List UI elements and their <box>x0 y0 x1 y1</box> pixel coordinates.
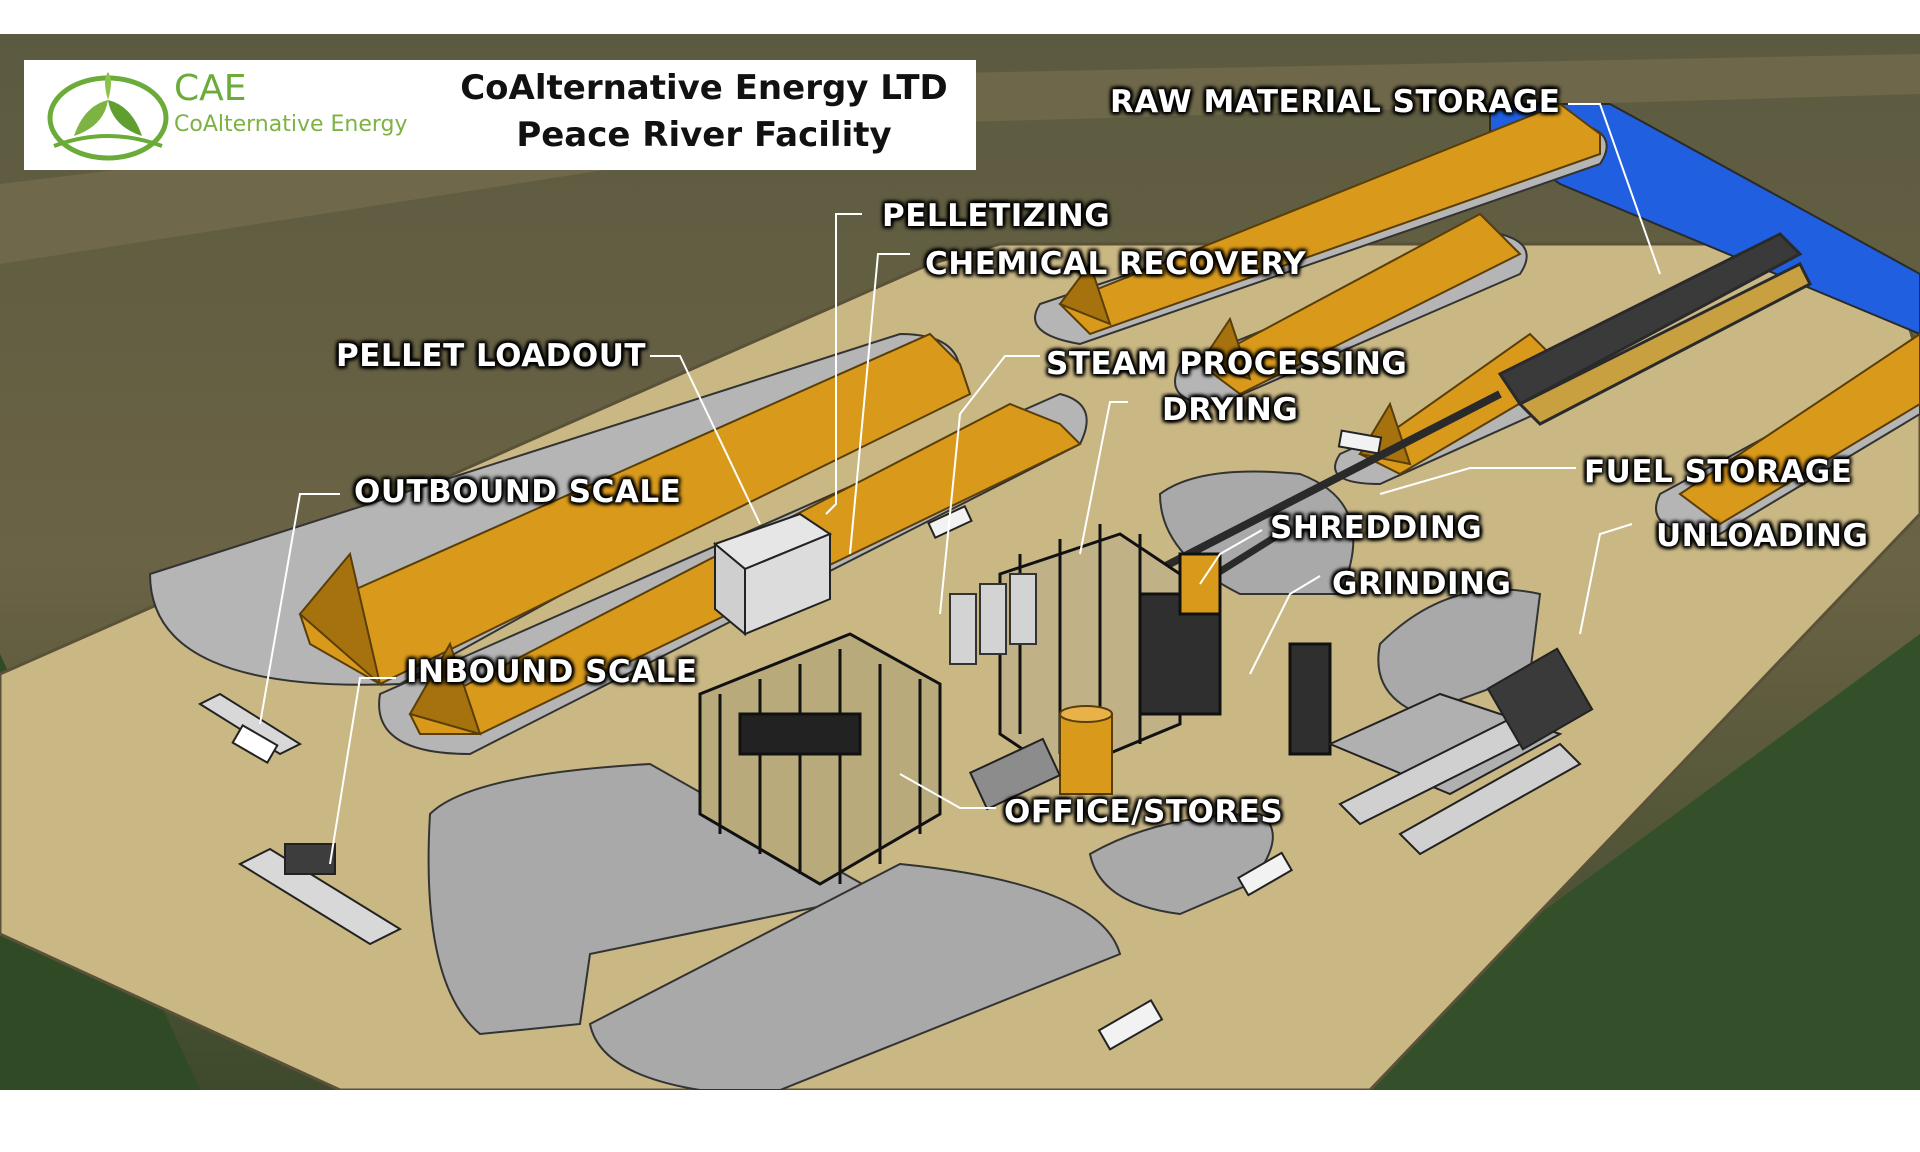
inbound-scale <box>237 843 403 946</box>
facility-site-diagram <box>0 34 1920 1090</box>
label-raw-material-storage: RAW MATERIAL STORAGE <box>1110 84 1561 120</box>
label-inbound-scale: INBOUND SCALE <box>406 654 698 690</box>
truck <box>1236 851 1294 897</box>
pile-pellet-right-face <box>408 641 482 736</box>
truck <box>1097 998 1164 1051</box>
title-line-2: Peace River Facility <box>516 115 892 155</box>
pile-pellet-left <box>298 332 972 686</box>
title-line-1: CoAlternative Energy LTD <box>460 68 948 108</box>
steam-silos <box>949 573 1037 665</box>
label-steam-processing: STEAM PROCESSING <box>1046 346 1408 382</box>
leader-lines <box>259 103 1661 865</box>
label-unloading: UNLOADING <box>1656 518 1869 554</box>
logo-abbreviation: CAE <box>174 68 247 109</box>
unloading-area <box>1327 647 1594 856</box>
pile-raw-1-face <box>1058 261 1112 326</box>
field-strip <box>0 54 1920 264</box>
raw-material-stacker <box>1497 232 1813 426</box>
concrete-pad-center <box>1088 812 1274 916</box>
label-shredding: SHREDDING <box>1270 510 1483 546</box>
label-pellet-loadout: PELLET LOADOUT <box>336 338 647 374</box>
outbound-scale <box>197 692 303 765</box>
shredding-grinding-building <box>1138 552 1332 756</box>
concrete-pad-bottom <box>588 862 1122 1090</box>
office-stores-building <box>968 737 1062 811</box>
drying-tank <box>1059 705 1113 795</box>
truck <box>1337 429 1383 455</box>
pile-raw-2-face <box>1198 316 1252 381</box>
cae-logo-icon <box>47 72 169 161</box>
header-box: CAE CoAlternative Energy CoAlternative E… <box>24 60 976 170</box>
pile-pellet-left-face <box>298 551 382 687</box>
logo-company-name: CoAlternative Energy <box>174 112 408 137</box>
conveyor-main <box>1148 390 1502 578</box>
pelletizing-building <box>698 632 942 886</box>
label-outbound-scale: OUTBOUND SCALE <box>354 474 682 510</box>
label-pelletizing: PELLETIZING <box>882 198 1111 234</box>
label-grinding: GRINDING <box>1332 566 1512 602</box>
label-office-stores: OFFICE/STORES <box>1004 794 1284 830</box>
pile-raw-2 <box>1198 212 1522 396</box>
label-drying: DRYING <box>1162 392 1299 428</box>
label-chemical-recovery: CHEMICAL RECOVERY <box>925 246 1307 282</box>
label-fuel-storage: FUEL STORAGE <box>1584 454 1853 490</box>
pellet-loadout-building <box>713 512 833 637</box>
pile-raw-1 <box>1058 102 1601 336</box>
pile-fuel-right <box>1678 332 1920 526</box>
